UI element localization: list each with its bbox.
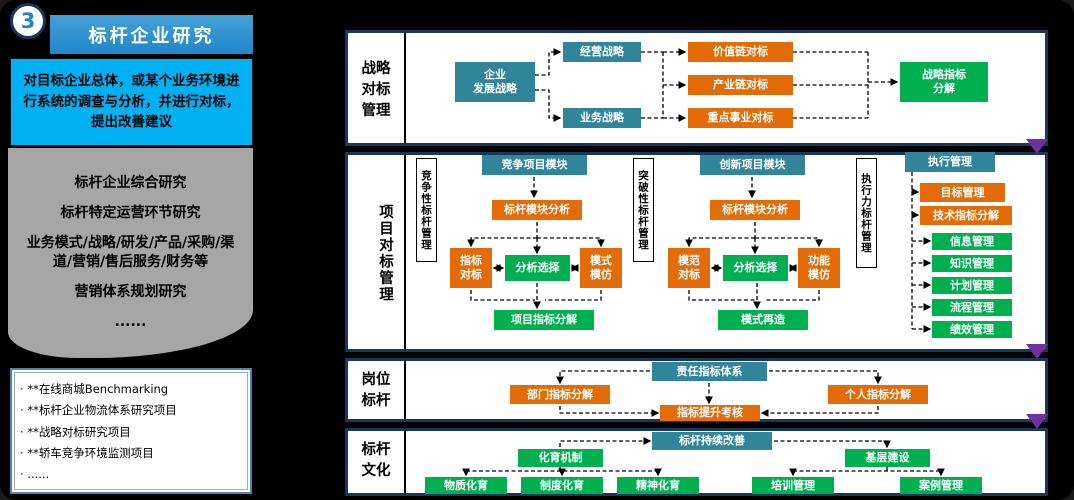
label-breakthrough-benchmark-mgmt: 突破性标杆管理: [633, 158, 654, 262]
node-corporate-strategy: 企业 发展战略: [455, 62, 535, 102]
node-spirit-cultivation: 精神化育: [617, 477, 699, 494]
project-item-ellipsis: ......: [20, 464, 242, 485]
node-analysis-select-1: 分析选择: [505, 255, 570, 281]
divider-line: [404, 155, 406, 349]
divider-line: [404, 431, 406, 493]
research-item: 业务模式/战略/研发/产品/采购/渠道/营销/售后服务/财务等: [26, 235, 235, 270]
node-industry-chain-benchmark: 产业链对标: [688, 75, 793, 95]
node-dept-index-decompose: 部门指标分解: [510, 385, 610, 404]
project-list-panel: **在线商城Benchmarking **标杆企业物流体系研究项目 **战略对标…: [10, 368, 252, 494]
node-key-business-benchmark: 重点事业对标: [688, 108, 793, 128]
node-mode-rebuild: 模式再造: [718, 310, 808, 330]
project-item: **轿车竞争环境监测项目: [20, 443, 242, 464]
node-index-benchmark: 指标 对标: [450, 248, 492, 288]
node-training-mgmt: 培训管理: [752, 477, 834, 494]
node-function-imitation: 功能 模仿: [798, 248, 840, 288]
node-value-chain-benchmark: 价值链对标: [688, 42, 793, 62]
down-triangle-icon: [1026, 139, 1048, 154]
node-responsibility-index-system: 责任指标体系: [652, 362, 767, 381]
section-label-project: 项目对标管理: [377, 203, 393, 303]
research-item: 标杆特定运营环节研究: [60, 205, 201, 222]
node-competitive-project-module: 竞争项目模块: [482, 155, 587, 175]
node-case-mgmt: 案例管理: [900, 477, 982, 494]
research-item: 标杆企业综合研究: [74, 175, 187, 191]
section-label-culture: 标杆 文化: [361, 442, 391, 480]
node-project-index-decompose: 项目指标分解: [494, 310, 594, 330]
node-process-mgmt: 流程管理: [932, 299, 1012, 316]
down-triangle-icon: [1026, 414, 1048, 429]
project-item: **标杆企业物流体系研究项目: [20, 400, 242, 421]
research-item: 营销体系规划研究: [74, 283, 187, 300]
node-system-cultivation: 制度化育: [521, 477, 603, 494]
node-business-strategy: 业务战略: [563, 108, 641, 128]
node-execution-mgmt: 执行管理: [905, 152, 995, 172]
section-label-position: 岗位 标杆: [361, 372, 391, 410]
node-operating-strategy: 经营战略: [563, 42, 641, 62]
node-plan-mgmt: 计划管理: [932, 277, 1012, 294]
label-execution-benchmark-mgmt: 执行力标杆管理: [856, 158, 877, 268]
research-item-ellipsis: ......: [114, 313, 147, 330]
step-number-badge: 3: [10, 3, 46, 39]
node-benchmark-module-analysis-1: 标杆模块分析: [492, 200, 582, 220]
node-performance-mgmt: 绩效管理: [932, 321, 1012, 338]
project-item: **在线商城Benchmarking: [20, 379, 242, 400]
node-goal-mgmt: 目标管理: [920, 183, 1005, 202]
node-info-mgmt: 信息管理: [932, 233, 1012, 250]
node-grassroots-building: 基层建设: [845, 449, 930, 467]
node-mode-imitation: 模式 模仿: [580, 248, 622, 288]
panel-description: 对目标企业总体，或某个业务环境进行系统的调查与分析，并进行对标，提出改善建议: [10, 58, 253, 146]
node-personal-index-decompose: 个人指标分解: [828, 385, 928, 404]
node-strategy-index-decompose: 战略指标 分解: [900, 62, 988, 102]
node-material-cultivation: 物质化育: [425, 477, 507, 494]
node-cultivation-mechanism: 化育机制: [518, 449, 603, 467]
divider-line: [404, 361, 406, 419]
section-label-strategy: 战略 对标 管理: [361, 61, 391, 120]
divider-line: [404, 33, 406, 143]
panel-title: 标杆企业研究: [50, 15, 253, 54]
node-analysis-select-2: 分析选择: [723, 255, 788, 281]
project-item: **战略对标研究项目: [20, 422, 242, 443]
node-benchmark-continuous-improve: 标杆持续改善: [652, 432, 772, 450]
node-knowledge-mgmt: 知识管理: [932, 255, 1012, 272]
node-innovation-project-module: 创新项目模块: [700, 155, 805, 175]
node-model-benchmark: 模范 对标: [668, 248, 710, 288]
node-benchmark-module-analysis-2: 标杆模块分析: [710, 200, 800, 220]
research-items-panel: 标杆企业综合研究 标杆特定运营环节研究 业务模式/战略/研发/产品/采购/渠道/…: [8, 148, 253, 358]
node-index-improve-assessment: 指标提升考核: [660, 405, 760, 421]
node-tech-index-decompose: 技术指标分解: [920, 206, 1012, 225]
down-triangle-icon: [1026, 344, 1048, 359]
label-competitive-benchmark-mgmt: 竞争性标杆管理: [416, 158, 437, 262]
